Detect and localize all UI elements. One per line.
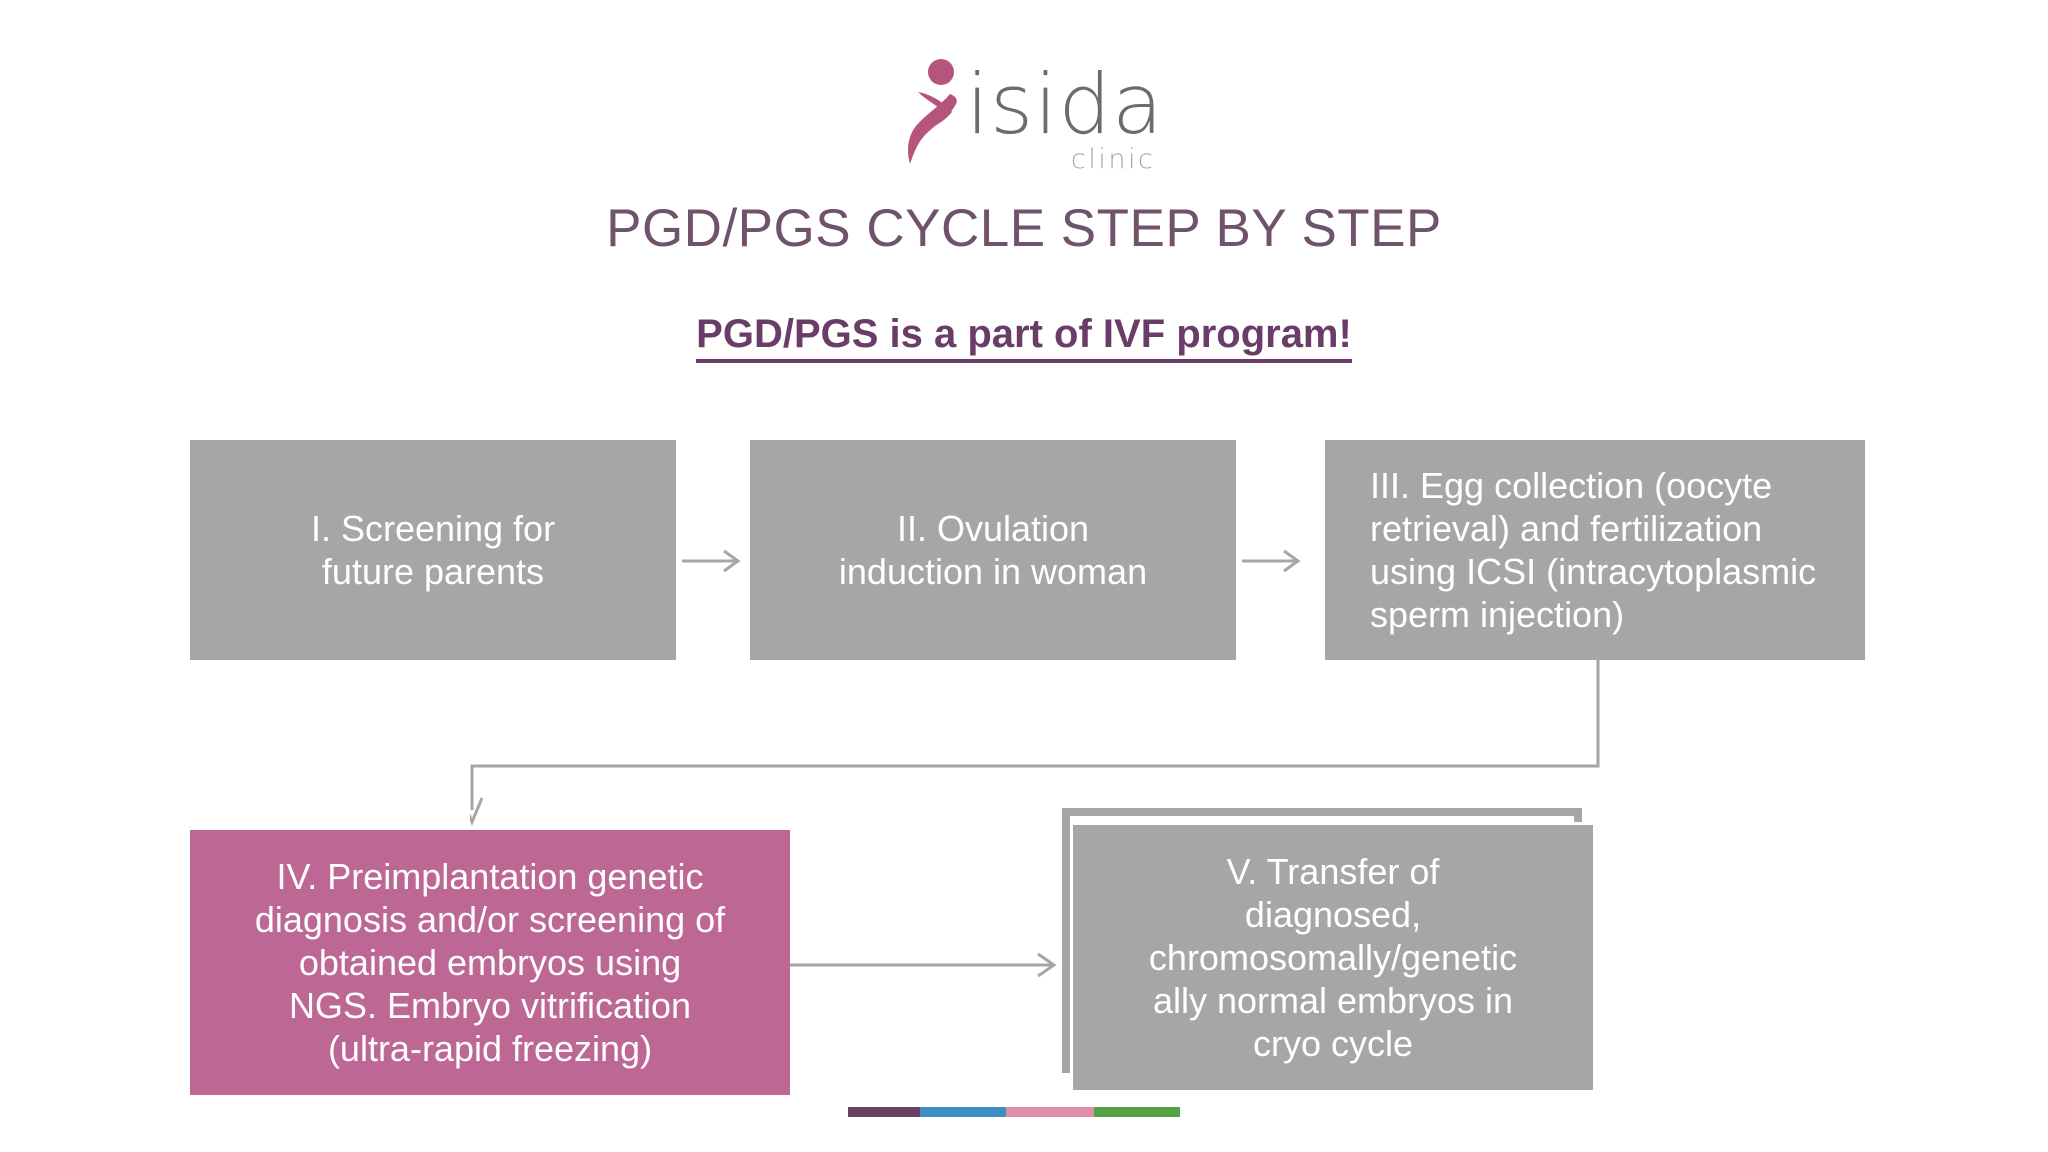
logo-tagline: clinic	[1071, 144, 1156, 175]
flow-step-3-label: III. Egg collection (oocyte retrieval) a…	[1325, 464, 1865, 636]
flow-step-3-line-2: retrieval) and fertilization	[1370, 508, 1763, 549]
connector-arrow-step1-step2	[682, 549, 741, 573]
flow-step-2-label: II. Ovulation induction in woman	[750, 507, 1236, 593]
flow-step-1-line-1: I. Screening for	[310, 508, 556, 549]
flow-step-1[interactable]: I. Screening for future parents	[190, 440, 676, 660]
flow-step-3-line-1: III. Egg collection (oocyte	[1370, 465, 1773, 506]
flow-step-2-line-1: II. Ovulation	[896, 508, 1090, 549]
flow-step-5-line-1: V. Transfer of	[1226, 851, 1440, 892]
flow-step-1-line-2: future parents	[321, 551, 545, 592]
flow-step-5-line-2: diagnosed,	[1244, 894, 1422, 935]
flow-step-1-label: I. Screening for future parents	[190, 507, 676, 593]
flow-step-3-line-3: using ICSI (intracytoplasmic	[1370, 551, 1817, 592]
page-subtitle: PGD/PGS is a part of IVF program!	[0, 312, 2048, 363]
connector-elbow-step3-step4	[470, 658, 1600, 826]
flow-step-3[interactable]: III. Egg collection (oocyte retrieval) a…	[1325, 440, 1865, 660]
flow-step-4-line-4: NGS. Embryo vitrification	[288, 985, 692, 1026]
flow-step-4-line-1: IV. Preimplantation genetic	[276, 856, 704, 897]
flow-step-5[interactable]: V. Transfer of diagnosed, chromosomally/…	[1070, 822, 1596, 1093]
flow-step-4[interactable]: IV. Preimplantation genetic diagnosis an…	[190, 830, 790, 1095]
color-bar-segment-pink	[1006, 1107, 1094, 1117]
color-bar-segment-green	[1094, 1107, 1180, 1117]
flow-step-4-label: IV. Preimplantation genetic diagnosis an…	[190, 855, 790, 1070]
flow-step-2[interactable]: II. Ovulation induction in woman	[750, 440, 1236, 660]
flow-step-3-line-4: sperm injection)	[1370, 594, 1625, 635]
flow-step-4-line-3: obtained embryos using	[298, 942, 682, 983]
flow-step-4-line-5: (ultra-rapid freezing)	[327, 1028, 653, 1069]
flow-step-4-line-2: diagnosis and/or screening of	[254, 899, 726, 940]
flow-step-5-line-4: ally normal embryos in	[1152, 980, 1514, 1021]
page-title: PGD/PGS CYCLE STEP BY STEP	[606, 199, 1442, 258]
brand-color-bar	[848, 1107, 1180, 1117]
connector-arrow-step4-step5	[790, 952, 1057, 978]
connector-arrow-step2-step3	[1242, 549, 1301, 573]
page-subtitle-text: PGD/PGS is a part of IVF program!	[696, 312, 1352, 363]
color-bar-segment-purple	[848, 1107, 920, 1117]
brand-logo: isida clinic	[896, 52, 1163, 175]
flow-step-5-label: V. Transfer of diagnosed, chromosomally/…	[1073, 850, 1593, 1065]
color-bar-segment-blue	[920, 1107, 1006, 1117]
isida-helix-figure-icon	[908, 59, 957, 164]
flow-step-2-line-2: induction in woman	[838, 551, 1148, 592]
logo-wordmark: isida	[966, 56, 1164, 153]
flow-step-5-line-5: cryo cycle	[1252, 1023, 1414, 1064]
flow-step-5-line-3: chromosomally/genetic	[1148, 937, 1518, 978]
